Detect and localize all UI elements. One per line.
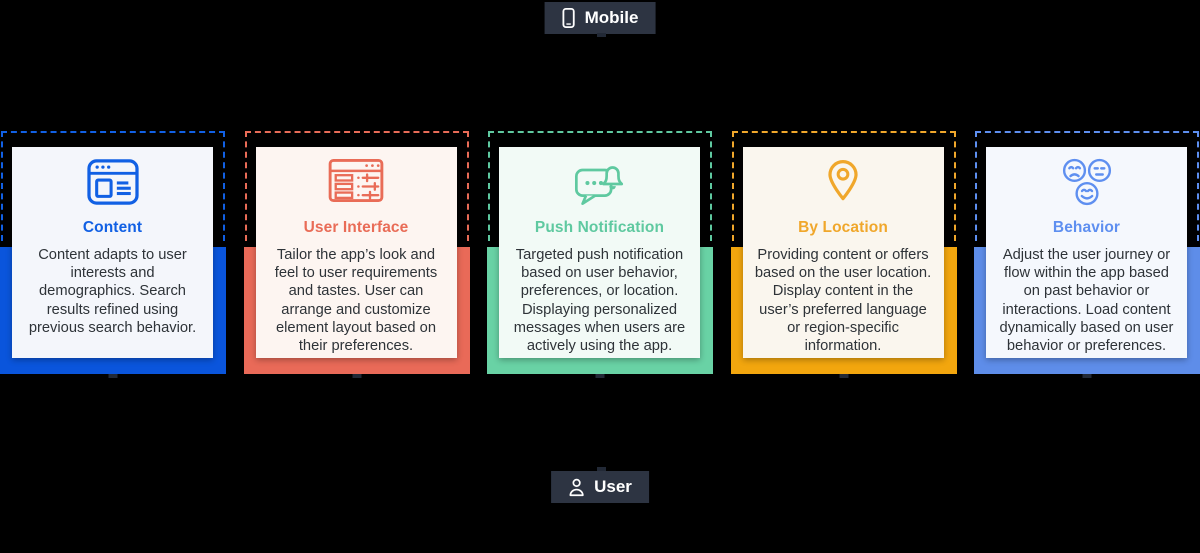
card-push-notification: Push Notification Targeted push notifica… (499, 147, 700, 358)
card-title: Push Notification (534, 219, 665, 236)
card-description: Content adapts to user interests and dem… (28, 247, 197, 336)
map-pin-icon (824, 158, 862, 214)
card-description: Targeted push notification based on user… (513, 247, 686, 355)
mobile-node-badge: Mobile (544, 2, 656, 34)
smartphone-icon (562, 7, 576, 29)
ui-layout-sliders-icon (328, 158, 384, 214)
dashed-frame (975, 131, 1199, 241)
card-user-interface: User Interface Tailor the app’s look and… (255, 147, 457, 358)
card-title: Content (82, 219, 143, 236)
chat-bubble-bell-icon (572, 158, 628, 214)
dashed-frame (488, 131, 712, 241)
card-behavior: Behavior Adjust the user journey or flow… (986, 147, 1187, 358)
dashed-frame (1, 131, 225, 241)
user-node-label: User (594, 477, 632, 496)
browser-content-icon (86, 158, 140, 214)
card-connector-stub (108, 374, 118, 378)
card-connector-stub (839, 374, 848, 378)
card-group-behavior: Behavior Adjust the user journey or flow… (974, 131, 1200, 379)
card-group-push-notification: Push Notification Targeted push notifica… (487, 131, 713, 379)
card-by-location: By Location Providing content or offers … (742, 147, 944, 358)
card-connector-stub (1082, 374, 1092, 378)
person-icon (568, 477, 585, 497)
card-title: Behavior (1052, 219, 1121, 236)
user-node-badge: User (551, 471, 649, 503)
card-title: User Interface (303, 219, 409, 236)
card-title: By Location (798, 219, 888, 236)
card-description: Tailor the app’s look and feel to user r… (274, 247, 438, 355)
card-connector-stub (352, 374, 361, 378)
mobile-connector-stub (597, 33, 606, 37)
card-description: Providing content or offers based on the… (754, 247, 932, 355)
card-content: Content Content adapts to user interests… (12, 147, 213, 358)
mobile-node-label: Mobile (584, 8, 639, 27)
personalization-cards-row: Content Content adapts to user interests… (0, 131, 1200, 379)
user-connector-stub (597, 467, 606, 471)
dashed-frame (731, 131, 956, 241)
emotion-faces-icon (1058, 158, 1116, 214)
card-group-user-interface: User Interface Tailor the app’s look and… (243, 131, 470, 379)
dashed-frame (244, 131, 469, 241)
card-description: Adjust the user journey or flow within t… (999, 247, 1174, 355)
card-group-by-location: By Location Providing content or offers … (730, 131, 957, 379)
card-group-content: Content Content adapts to user interests… (0, 131, 226, 379)
card-connector-stub (595, 374, 605, 378)
